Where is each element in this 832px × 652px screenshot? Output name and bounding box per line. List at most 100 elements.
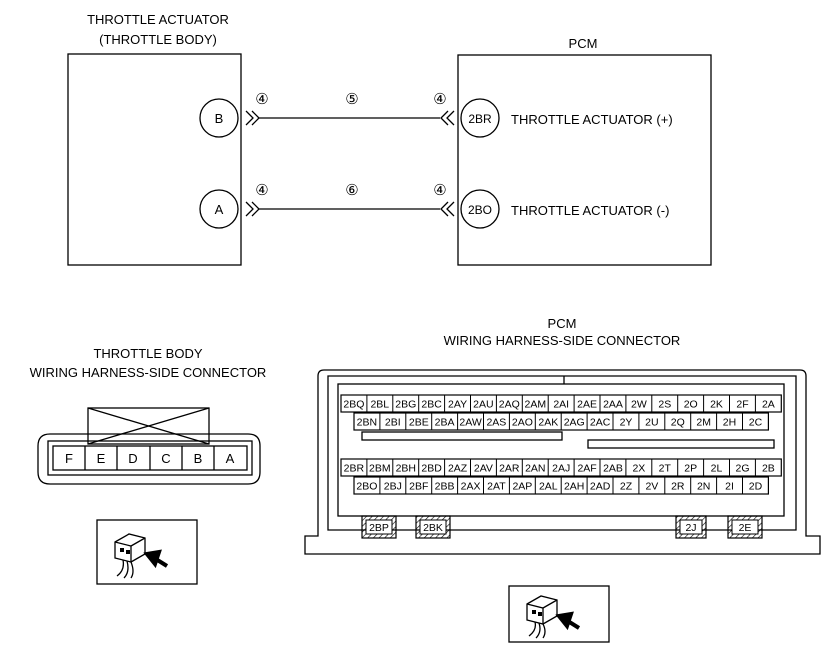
terminal-2br — [460, 98, 500, 138]
pcm-pin-2o: 2O — [684, 399, 698, 411]
pcm-box — [457, 54, 712, 266]
pcm-pin-2ai: 2AI — [553, 399, 569, 411]
pcm-pin-2d: 2D — [749, 481, 763, 493]
throttle-actuator-plus-label: THROTTLE ACTUATOR (+) — [511, 112, 673, 127]
pcm-pin-2i: 2I — [725, 481, 734, 493]
pcm-pin-2p: 2P — [684, 463, 697, 475]
pcm-pin-2e: 2E — [739, 522, 752, 534]
throttle-pin-c: C — [161, 451, 170, 466]
pcm-pin-2m: 2M — [696, 417, 711, 429]
pcm-pin-2bn: 2BN — [357, 417, 377, 429]
pcm-pin-2bi: 2BI — [385, 417, 401, 429]
pcm-pin-2q: 2Q — [671, 417, 685, 429]
pcm-pin-2br: 2BR — [344, 463, 365, 475]
pcm-pin-2bm: 2BM — [369, 463, 391, 475]
pcm-pin-2t: 2T — [659, 463, 672, 475]
harness-num-a-right: ④ — [433, 182, 446, 199]
pcm-pin-2au: 2AU — [473, 399, 493, 411]
pcm-pin-2at: 2AT — [487, 481, 506, 493]
pcm-pin-2bh: 2BH — [396, 463, 416, 475]
pcm-pin-2ap: 2AP — [512, 481, 532, 493]
pcm-pin-2be: 2BE — [409, 417, 429, 429]
pcm-pin-2bb: 2BB — [435, 481, 455, 493]
pcm-pin-2av: 2AV — [474, 463, 493, 475]
pcm-pin-2bd: 2BD — [421, 463, 442, 475]
pcm-pin-2bj: 2BJ — [384, 481, 402, 493]
connector-mark-b-right — [440, 110, 455, 126]
throttle-pin-a: A — [226, 451, 235, 466]
pcm-unused-cavities — [361, 515, 763, 539]
pcm-pin-2az: 2AZ — [448, 463, 468, 475]
pcm-pin-2v: 2V — [645, 481, 658, 493]
pcm-pin-2k: 2K — [710, 399, 723, 411]
pcm-pin-2bp: 2BP — [369, 522, 389, 534]
pcm-connector-body — [304, 369, 821, 555]
pcm-pin-2g: 2G — [735, 463, 749, 475]
pcm-pin-2ab: 2AB — [603, 463, 623, 475]
throttle-connector-title: THROTTLE BODY — [93, 346, 202, 361]
pcm-pin-2ag: 2AG — [564, 417, 585, 429]
harness-num-b-right: ④ — [433, 91, 446, 108]
pcm-pin-2y: 2Y — [620, 417, 633, 429]
connector-view-icon — [508, 585, 610, 643]
pcm-connector-title: PCM — [548, 316, 577, 331]
pcm-pin-2bo: 2BO — [356, 481, 377, 493]
pcm-pin-2aj: 2AJ — [552, 463, 570, 475]
pcm-pin-2f: 2F — [736, 399, 748, 411]
pcm-pin-2bf: 2BF — [409, 481, 428, 493]
throttle-pin-b: B — [194, 451, 203, 466]
throttle-pin-e: E — [97, 451, 106, 466]
connector-view-icon — [96, 519, 198, 585]
pcm-pin-2ad: 2AD — [590, 481, 611, 493]
terminal-b — [199, 98, 239, 138]
pcm-pin-2ak: 2AK — [538, 417, 558, 429]
pcm-pin-2x: 2X — [632, 463, 645, 475]
pcm-pin-2al: 2AL — [539, 481, 558, 493]
pcm-pin-2aq: 2AQ — [499, 399, 520, 411]
pcm-pin-2bc: 2BC — [421, 399, 442, 411]
pcm-pin-2bl: 2BL — [370, 399, 389, 411]
pcm-pin-2u: 2U — [645, 417, 658, 429]
pcm-pin-2bk: 2BK — [423, 522, 443, 534]
pcm-pin-2ar: 2AR — [499, 463, 520, 475]
pcm-title: PCM — [569, 36, 598, 51]
terminal-a — [199, 189, 239, 229]
terminal-2br-label: 2BR — [468, 112, 492, 126]
pcm-pin-2ay: 2AY — [448, 399, 467, 411]
pcm-pin-2am: 2AM — [525, 399, 547, 411]
pcm-pin-2w: 2W — [631, 399, 647, 411]
terminal-a-label: A — [215, 202, 224, 217]
pcm-pin-row — [340, 394, 782, 413]
pcm-pin-2r: 2R — [671, 481, 685, 493]
pcm-pin-2ah: 2AH — [564, 481, 584, 493]
pcm-pin-2b: 2B — [762, 463, 775, 475]
connector-mark-a-left — [245, 201, 260, 217]
pcm-pin-2s: 2S — [658, 399, 671, 411]
terminal-2bo — [460, 189, 500, 229]
pcm-pin-2c: 2C — [749, 417, 763, 429]
pcm-pin-2n: 2N — [697, 481, 710, 493]
pcm-pin-2ae: 2AE — [577, 399, 597, 411]
pcm-pin-2a: 2A — [762, 399, 775, 411]
terminal-2bo-label: 2BO — [468, 203, 492, 217]
pcm-pin-2aw: 2AW — [459, 417, 481, 429]
pcm-pin-2z: 2Z — [620, 481, 633, 493]
throttle-pin-f: F — [65, 451, 73, 466]
pcm-pin-2bg: 2BG — [395, 399, 416, 411]
harness-num-b-mid: ⑤ — [345, 91, 358, 108]
pcm-pin-2j: 2J — [685, 522, 696, 534]
pcm-pin-2af: 2AF — [577, 463, 596, 475]
harness-num-b-left: ④ — [255, 91, 268, 108]
pcm-pin-2ax: 2AX — [461, 481, 481, 493]
harness-num-a-left: ④ — [255, 182, 268, 199]
pcm-pin-2aa: 2AA — [603, 399, 623, 411]
pcm-pin-2ao: 2AO — [512, 417, 533, 429]
pcm-pin-2as: 2AS — [486, 417, 506, 429]
terminal-b-label: B — [215, 111, 224, 126]
pcm-pin-grid: 2BQ 2BL 2BG 2BC 2AY 2AU 2AQ 2AM 2AI 2AE 2AA 2W 2S 2O 2… — [340, 394, 782, 495]
pcm-pin-row — [340, 458, 782, 477]
throttle-pin-d: D — [128, 451, 137, 466]
pcm-pin-2bq: 2BQ — [343, 399, 364, 411]
connector-mark-a-right — [440, 201, 455, 217]
